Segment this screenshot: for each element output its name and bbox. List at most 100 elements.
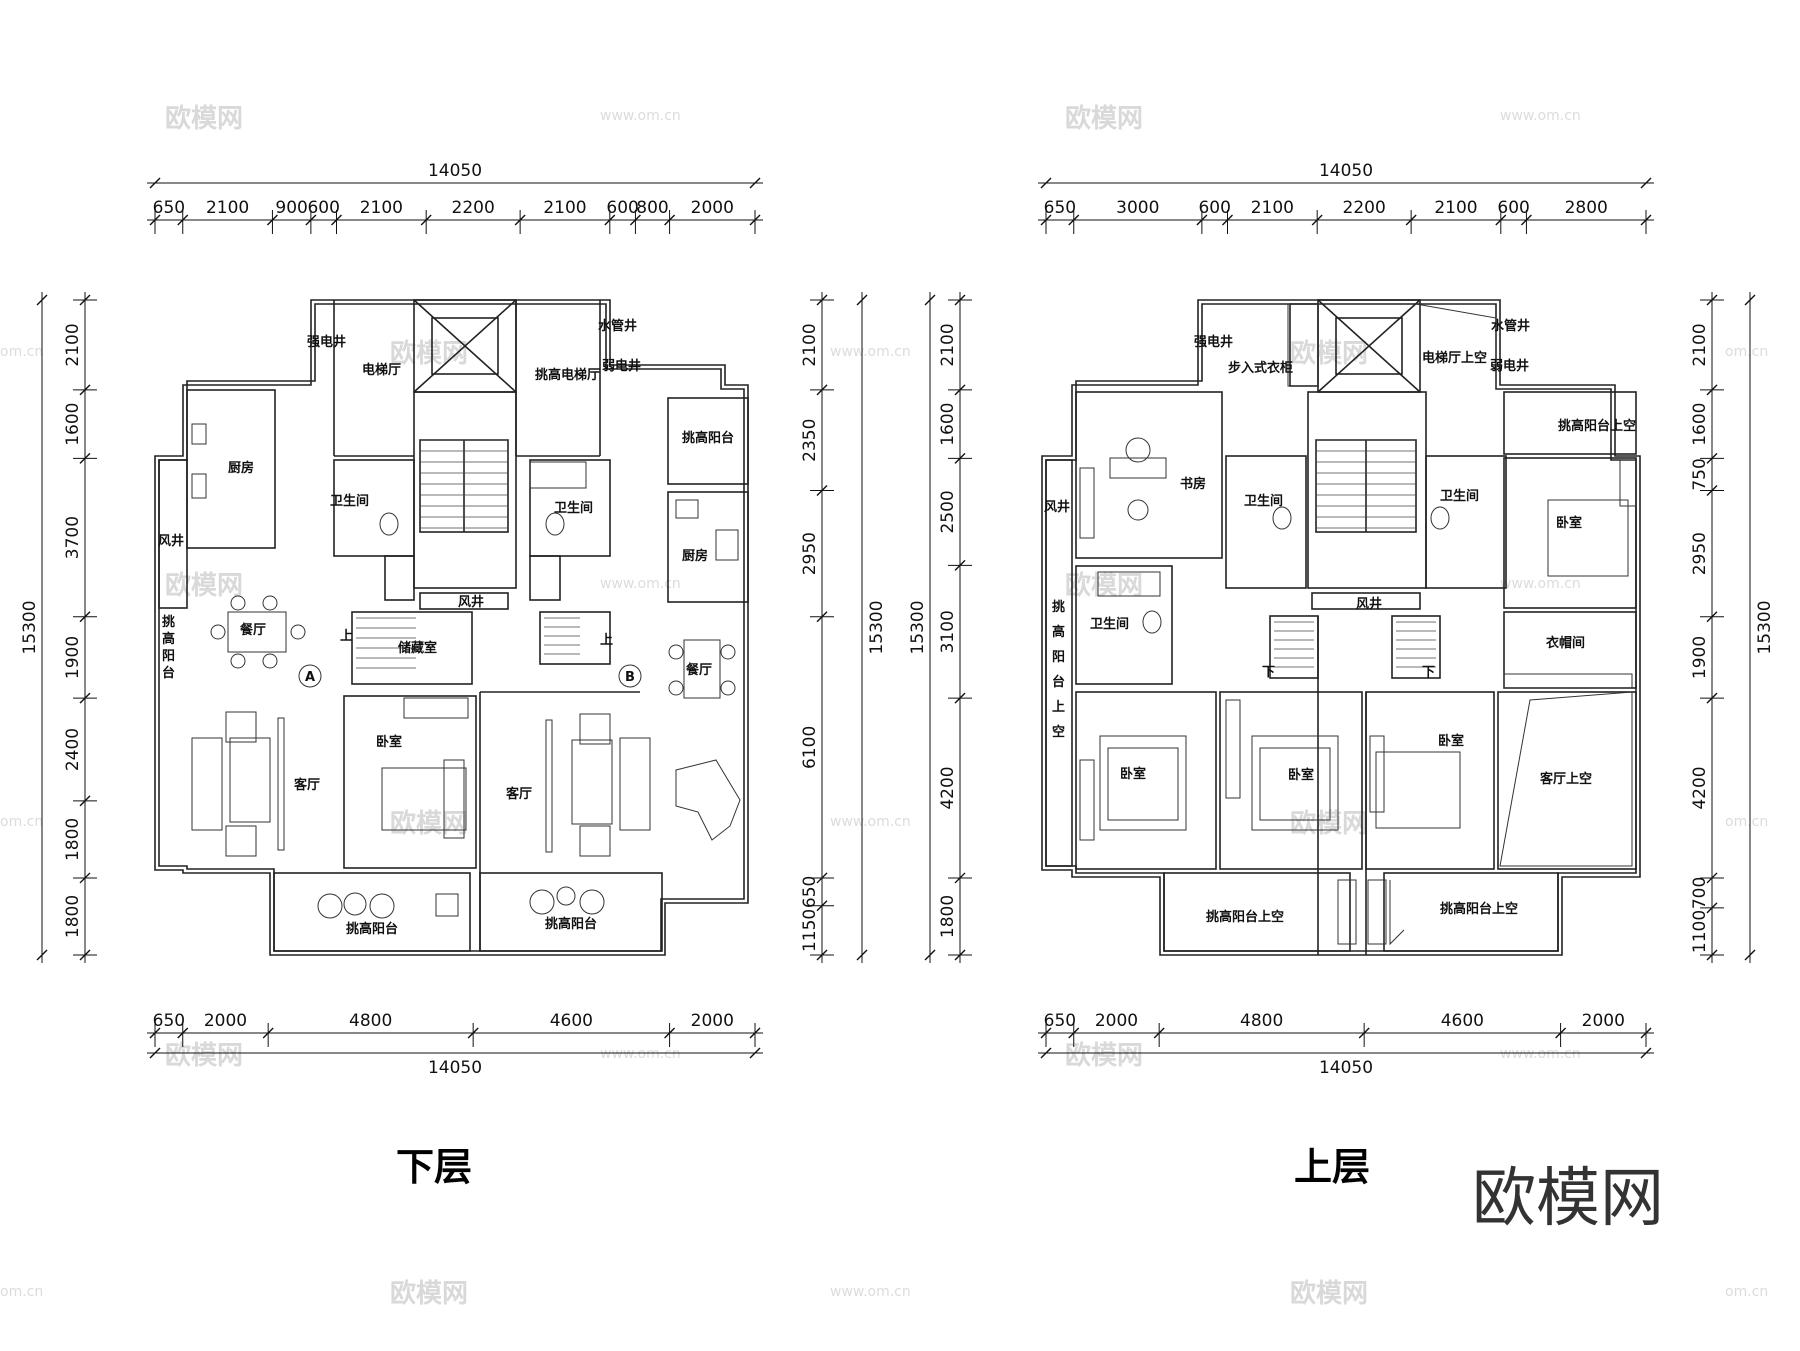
dimension-value: 6100: [800, 726, 820, 769]
watermark-text: 欧模网: [390, 1278, 468, 1309]
room-label-bath-2: 卫生间: [1440, 488, 1479, 504]
dimension-value: 2100: [543, 198, 586, 218]
dimension-value: 1900: [63, 636, 83, 679]
watermark-text: 欧模网: [1065, 1040, 1143, 1071]
dimension-value: 4600: [1441, 1011, 1484, 1031]
room-label-air-shaft-left: 风井: [158, 533, 184, 549]
dimension-value: 1600: [938, 403, 958, 446]
dimension-tick: [1040, 177, 1052, 189]
stair-up-a: 上: [340, 629, 353, 644]
lower-room-labels: 强电井 电梯厅 挑高电梯厅 水管井 弱电井 厨房 挑高阳台 卫生间 卫生间 风井…: [158, 318, 734, 937]
dimension-total: 14050: [1319, 1058, 1373, 1078]
dimension-value: 1600: [1690, 403, 1710, 446]
watermark-text: 欧模网: [165, 570, 243, 601]
dimension-value: 2000: [691, 198, 734, 218]
stair-down-a: 下: [1262, 665, 1275, 680]
dimension-value: 650: [1044, 1011, 1076, 1031]
room-label-weak-shaft: 弱电井: [602, 358, 641, 374]
dimension-value: 2200: [452, 198, 495, 218]
dimension-value: 2100: [1434, 198, 1477, 218]
dimension-total: 15300: [20, 600, 40, 654]
dimension-tick: [1640, 177, 1652, 189]
stair-up-b: 上: [600, 633, 613, 648]
room-label-bedroom-2: 卧室: [1288, 767, 1314, 783]
watermark-url: www.om.cn: [830, 814, 911, 830]
upper-walls: [1041, 299, 1641, 956]
room-label-high-balcony-ne: 挑高阳台: [682, 430, 734, 446]
room-label-bedroom: 卧室: [376, 734, 402, 750]
dimension-value: 750: [1690, 458, 1710, 490]
room-label-balcony-void-s1: 挑高阳台上空: [1206, 909, 1284, 925]
dimension-total: 15300: [1755, 600, 1775, 654]
dimension-tick: [749, 177, 761, 189]
dimension-value: 2000: [691, 1011, 734, 1031]
dimension-value: 2000: [1582, 1011, 1625, 1031]
dimension-tick: [1744, 294, 1756, 306]
room-label-elevator-hall: 电梯厅: [362, 362, 401, 378]
dimension-value: 2500: [938, 490, 958, 533]
room-label-balcony-void-s2: 挑高阳台上空: [1440, 901, 1518, 917]
dimension-tick: [1040, 1047, 1052, 1059]
dimension-value: 1100: [1690, 910, 1710, 953]
dimension-value: 1800: [63, 818, 83, 861]
dimension-tick: [749, 1047, 761, 1059]
room-label-balcony-b: 挑高阳台: [545, 916, 597, 932]
room-label-dining-b: 餐厅: [685, 662, 712, 678]
dimension-tick: [856, 949, 868, 961]
dimension-value: 800: [636, 198, 668, 218]
room-label-kitchen-b: 厨房: [682, 548, 708, 564]
room-label-balcony-void-ne: 挑高阳台上空: [1558, 418, 1636, 434]
room-label-storage: 储藏室: [397, 640, 437, 656]
brand-logo: 欧模网: [1472, 1162, 1664, 1236]
dimension-value: 4200: [938, 766, 958, 809]
watermark-url: www.om.cn: [600, 1046, 681, 1062]
room-label-balcony-void-w-6: 空: [1052, 724, 1065, 740]
watermark-url: om.cn: [0, 814, 43, 830]
unit-mark-b: B: [625, 670, 635, 685]
room-label-balcony-void-w-2: 高: [1052, 624, 1065, 640]
watermark-url: om.cn: [0, 344, 43, 360]
room-label-high-balcony-w-2: 高: [162, 631, 175, 647]
dimension-value: 2100: [206, 198, 249, 218]
dimension-tick: [856, 294, 868, 306]
dimension-value: 4800: [349, 1011, 392, 1031]
dimension-value: 1150: [800, 909, 820, 952]
room-label-living-a: 客厅: [294, 777, 320, 793]
dimension-value: 2000: [1095, 1011, 1138, 1031]
room-label-high-balcony-w-1: 挑: [162, 614, 175, 630]
stair-down-b: 下: [1422, 665, 1435, 680]
dimension-tick: [1640, 1047, 1652, 1059]
room-label-balcony-a: 挑高阳台: [346, 921, 398, 937]
upper-room-labels: 强电井 步入式衣柜 电梯厅上空 水管井 弱电井 书房 卫生间 卫生间 卫生间 挑…: [1044, 318, 1636, 925]
dimension-tick: [149, 1047, 161, 1059]
watermark-layer: 欧模网 www.om.cn 欧模网 www.om.cn om.cn 欧模网 ww…: [0, 103, 1768, 1309]
room-label-balcony-void-w-4: 台: [1052, 674, 1065, 690]
room-label-high-balcony-w-4: 台: [162, 665, 175, 681]
dimension-total: 15300: [908, 600, 928, 654]
room-label-living-b: 客厅: [506, 786, 532, 802]
dimension-value: 2950: [1690, 532, 1710, 575]
dimension-value: 650: [1044, 198, 1076, 218]
watermark-text: 欧模网: [165, 103, 243, 134]
dimension-tick: [1744, 949, 1756, 961]
dimension-value: 650: [153, 1011, 185, 1031]
room-label-bedroom-1: 卧室: [1120, 766, 1146, 782]
dimension-tick: [149, 177, 161, 189]
dimension-value: 600: [1198, 198, 1230, 218]
dimension-value: 2100: [360, 198, 403, 218]
room-label-air-shaft-core: 风井: [1356, 596, 1382, 612]
dimension-value: 4800: [1240, 1011, 1283, 1031]
room-label-water-shaft: 水管井: [598, 318, 637, 334]
room-label-study: 书房: [1180, 476, 1206, 492]
dimension-value: 600: [606, 198, 638, 218]
dimension-value: 1800: [938, 895, 958, 938]
dimension-value: 3700: [63, 516, 83, 559]
dimension-value: 1800: [63, 895, 83, 938]
dimension-value: 4600: [550, 1011, 593, 1031]
watermark-text: 欧模网: [1290, 808, 1368, 839]
watermark-text: 欧模网: [1290, 1278, 1368, 1309]
